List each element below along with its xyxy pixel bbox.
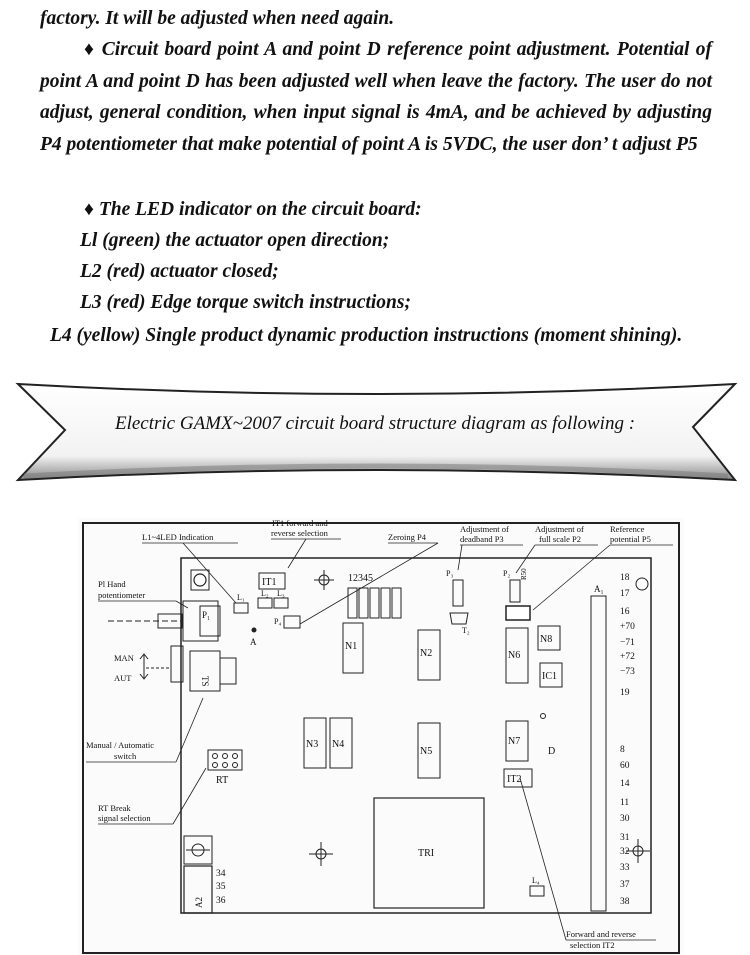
chip-n4	[329, 717, 353, 769]
label-rtbreak-line2: signal selection	[98, 813, 151, 823]
svg-text:8: 8	[620, 745, 625, 755]
svg-text:A: A	[250, 637, 257, 647]
label-it2-line2: selection IT2	[570, 940, 615, 950]
label-it1-line1: IT1 forward and	[272, 518, 328, 528]
svg-text:31: 31	[620, 833, 630, 843]
svg-text:IT2: IT2	[507, 774, 521, 785]
label-fullscale-line2: full scale P2	[539, 534, 581, 544]
svg-text:L₃: L₃	[277, 589, 285, 598]
svg-text:RT: RT	[216, 775, 228, 786]
label-handpot-line1: Pl Hand	[98, 579, 126, 589]
svg-text:19: 19	[620, 688, 630, 698]
chip-n7	[505, 720, 529, 762]
svg-text:N8: N8	[540, 634, 552, 645]
svg-text:AUT: AUT	[114, 673, 132, 683]
label-deadband-line2: deadband P3	[460, 534, 504, 544]
svg-text:12345: 12345	[348, 573, 373, 584]
svg-text:D: D	[548, 746, 555, 757]
svg-text:N6: N6	[508, 650, 520, 661]
label-manual-line2: switch	[114, 751, 137, 761]
svg-text:P₁: P₁	[202, 610, 210, 620]
svg-text:P₄: P₄	[274, 617, 281, 626]
top-fragment: factory. It will be adjusted when need a…	[40, 8, 395, 29]
label-deadband-line1: Adjustment of	[460, 524, 509, 534]
label-it1-line2: reverse selection	[271, 528, 329, 538]
svg-text:MAN: MAN	[114, 653, 134, 663]
chip-n8	[537, 625, 561, 651]
svg-text:33: 33	[620, 863, 630, 873]
svg-text:+72: +72	[620, 652, 635, 662]
svg-text:+70: +70	[620, 622, 635, 632]
svg-text:N4: N4	[332, 739, 344, 750]
tri-block	[373, 797, 485, 909]
label-it2-line1: Forward and reverse	[566, 929, 636, 939]
label-manual-line1: Manual / Automatic	[86, 740, 154, 750]
board-outline	[180, 557, 652, 914]
label-fullscale-line1: Adjustment of	[535, 524, 584, 534]
svg-text:T₂: T₂	[462, 626, 470, 635]
svg-text:16: 16	[620, 607, 630, 617]
reference-point-paragraph: ♦ Circuit board point A and point D refe…	[40, 39, 712, 155]
svg-text:TRI: TRI	[418, 848, 434, 859]
svg-text:32: 32	[620, 847, 630, 857]
svg-text:37: 37	[620, 880, 630, 890]
svg-text:L₄: L₄	[532, 876, 540, 885]
svg-text:38: 38	[620, 897, 630, 907]
svg-text:P₂: P₂	[503, 569, 510, 578]
label-reference-line1: Reference	[610, 524, 645, 534]
svg-text:17: 17	[620, 589, 630, 599]
svg-text:−73: −73	[620, 667, 635, 677]
svg-text:IT1: IT1	[262, 577, 276, 588]
svg-text:35: 35	[216, 882, 226, 892]
svg-text:14: 14	[620, 779, 630, 789]
svg-text:N7: N7	[508, 736, 520, 747]
svg-text:60: 60	[620, 761, 630, 771]
led-heading: ♦ The LED indicator on the circuit board…	[84, 199, 422, 220]
led-item-l1: Ll (green) the actuator open direction;	[80, 230, 390, 251]
svg-text:11: 11	[620, 798, 629, 808]
svg-text:TS: TS	[200, 676, 210, 687]
chip-n6	[505, 627, 529, 684]
svg-text:L₂: L₂	[261, 589, 269, 598]
svg-text:−71: −71	[620, 638, 635, 648]
svg-text:34: 34	[216, 869, 226, 879]
banner-caption: Electric GAMX~2007 circuit board structu…	[114, 413, 636, 434]
banner-scroll-shape	[15, 382, 738, 482]
svg-text:L₁: L₁	[237, 593, 245, 602]
l4-paragraph: L4 (yellow) Single product dynamic produ…	[50, 325, 683, 346]
svg-text:30: 30	[620, 814, 630, 824]
svg-text:P₃: P₃	[446, 569, 453, 578]
label-zeroing: Zeroing P4	[388, 532, 427, 542]
label-led-indication: L1~4LED Indication	[142, 532, 214, 542]
chip-n5	[417, 722, 441, 779]
label-rtbreak-line1: RT Break	[98, 803, 131, 813]
chip-ic1	[539, 662, 563, 688]
svg-text:N5: N5	[420, 746, 432, 757]
svg-text:N3: N3	[306, 739, 318, 750]
svg-text:N2: N2	[420, 648, 432, 659]
svg-text:R50: R50	[520, 568, 528, 580]
svg-text:A₁: A₁	[594, 584, 604, 594]
svg-text:36: 36	[216, 896, 226, 906]
chip-n3	[303, 717, 327, 769]
led-item-l3: L3 (red) Edge torque switch instructions…	[80, 292, 411, 313]
svg-text:IC1: IC1	[542, 671, 557, 682]
svg-text:A2: A2	[194, 897, 204, 908]
circuit-board-diagram: L1~4LED Indication IT1 forward and rever…	[78, 518, 684, 955]
chip-n1	[342, 622, 364, 674]
label-handpot-line2: potentiometer	[98, 590, 145, 600]
label-reference-line2: potential P5	[610, 534, 651, 544]
svg-text:18: 18	[620, 573, 630, 583]
svg-text:N1: N1	[345, 641, 357, 652]
chip-n2	[417, 629, 441, 681]
led-item-l2: L2 (red) actuator closed;	[80, 261, 279, 282]
